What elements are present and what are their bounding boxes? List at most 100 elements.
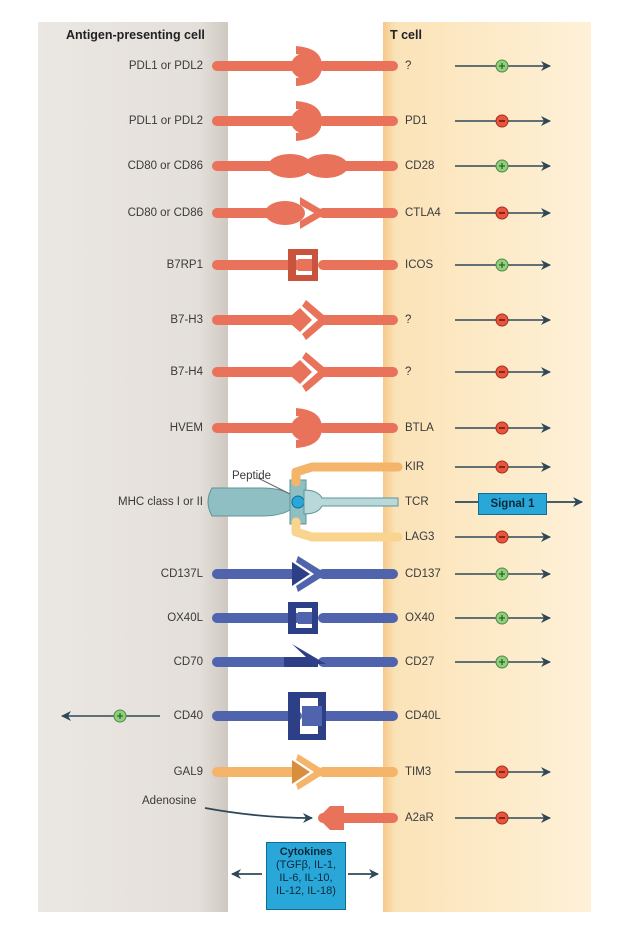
peptide-pointer-line <box>257 477 291 495</box>
ball-icon <box>291 54 315 78</box>
receptor-label: KIR <box>405 461 425 473</box>
diamond-icon <box>286 308 312 332</box>
receptor-label: BTLA <box>405 422 434 434</box>
a2ar-diamond-icon <box>318 806 344 830</box>
receptor-stalk <box>318 61 398 71</box>
signal-1-box: Signal 1 <box>478 493 547 515</box>
ball-icon <box>291 416 315 440</box>
lag3-icon <box>291 517 403 542</box>
ligand-stalk <box>212 116 302 126</box>
apc-membrane-region <box>38 22 228 912</box>
adenosine-arrow <box>204 807 313 823</box>
ligand-stalk <box>212 367 302 377</box>
receptor-stalk <box>318 569 398 579</box>
bulb-icon <box>265 201 305 225</box>
ligand-stalk <box>212 767 302 777</box>
tcell-header: T cell <box>390 28 422 42</box>
bracket-cup-icon <box>296 602 318 634</box>
receptor-label: TIM3 <box>405 766 432 778</box>
apc-header: Antigen-presenting cell <box>66 28 205 42</box>
bracket-post-icon <box>288 249 296 281</box>
cytokines-line-2: IL-6, IL-10, <box>279 872 333 884</box>
cup-icon <box>296 408 322 448</box>
ligand-label: CD80 or CD86 <box>127 160 203 172</box>
receptor-stalk <box>318 423 398 433</box>
ligand-label: CD137L <box>160 568 203 580</box>
receptor-label: TCR <box>405 496 429 508</box>
ligand-label: MHC class I or II <box>118 496 203 508</box>
tcr-icon <box>303 489 399 515</box>
receptor-stalk <box>318 260 398 270</box>
bracket-core-icon <box>298 259 312 271</box>
receptor-label: CD28 <box>405 160 435 172</box>
cup-icon <box>296 46 322 86</box>
ligand-label: CD40 <box>173 710 203 722</box>
ligand-label: CD80 or CD86 <box>127 207 203 219</box>
receptor-stalk <box>318 116 398 126</box>
receptor-stalk <box>318 208 398 218</box>
receptor-stalk <box>318 367 398 377</box>
adenosine-label: Adenosine <box>142 795 197 807</box>
receptor-label: ? <box>405 314 412 326</box>
ligand-label: B7RP1 <box>166 259 203 271</box>
receptor-label: CD27 <box>405 656 435 668</box>
ligand-label: GAL9 <box>173 766 203 778</box>
ligand-label: PDL1 or PDL2 <box>128 115 203 127</box>
diamond-icon <box>286 360 312 384</box>
ligand-stalk <box>212 61 302 71</box>
bracket-cup-icon <box>300 692 326 740</box>
fork-icon <box>300 197 324 229</box>
cytokines-line-1: (TGFβ, IL-1, <box>275 859 337 871</box>
receptor-label: CD137 <box>405 568 441 580</box>
ligand-stalk <box>212 613 302 623</box>
ligand-label: CD70 <box>173 656 203 668</box>
ligand-label: HVEM <box>169 422 203 434</box>
receptor-stalk <box>318 657 398 667</box>
receptor-stalk <box>318 711 398 721</box>
ligand-stalk <box>212 260 302 270</box>
receptor-label: ? <box>405 366 412 378</box>
bulb-left-icon <box>268 154 312 178</box>
bracket-core-icon <box>302 706 322 726</box>
chevron-icon <box>296 556 322 592</box>
bracket-post-icon <box>288 692 300 740</box>
receptor-label: LAG3 <box>405 531 435 543</box>
ligand-stalk <box>212 657 302 667</box>
arrowhead-icon <box>292 562 310 586</box>
ligand-stalk <box>212 711 302 721</box>
receptor-label: A2aR <box>405 812 434 824</box>
receptor-stalk <box>318 767 398 777</box>
bracket-core-icon <box>298 612 312 624</box>
mhc-molecule-icon <box>207 487 291 517</box>
chevron-icon <box>302 352 326 392</box>
receptor-label: OX40 <box>405 612 435 624</box>
receptor-label: CTLA4 <box>405 207 441 219</box>
ligand-label: B7-H4 <box>170 366 203 378</box>
arrowhead-icon <box>292 760 310 784</box>
chevron-icon <box>302 300 326 340</box>
kir-icon <box>291 462 403 487</box>
cytokines-line-3: IL-12, IL-18) <box>276 885 336 897</box>
ligand-stalk <box>212 315 302 325</box>
lightning-icon <box>284 644 326 667</box>
cytokines-box: Cytokines (TGFβ, IL-1, IL-6, IL-10, IL-1… <box>266 842 346 910</box>
cup-icon <box>296 101 322 141</box>
bulb-right-icon <box>304 154 348 178</box>
receptor-label: PD1 <box>405 115 428 127</box>
ligand-stalk <box>212 423 302 433</box>
chevron-icon <box>296 754 322 790</box>
peptide-label: Peptide <box>232 470 272 482</box>
ligand-label: PDL1 or PDL2 <box>128 60 203 72</box>
receptor-label: ? <box>405 60 412 72</box>
bracket-post-icon <box>288 602 296 634</box>
ligand-label: OX40L <box>167 612 203 624</box>
ball-icon <box>291 109 315 133</box>
ligand-label: B7-H3 <box>170 314 203 326</box>
ligand-stalk <box>212 569 302 579</box>
receptor-stalk <box>318 315 398 325</box>
bracket-cup-icon <box>296 249 318 281</box>
receptor-label: CD40L <box>405 710 441 722</box>
receptor-stalk <box>318 613 398 623</box>
peptide-icon <box>291 495 305 509</box>
